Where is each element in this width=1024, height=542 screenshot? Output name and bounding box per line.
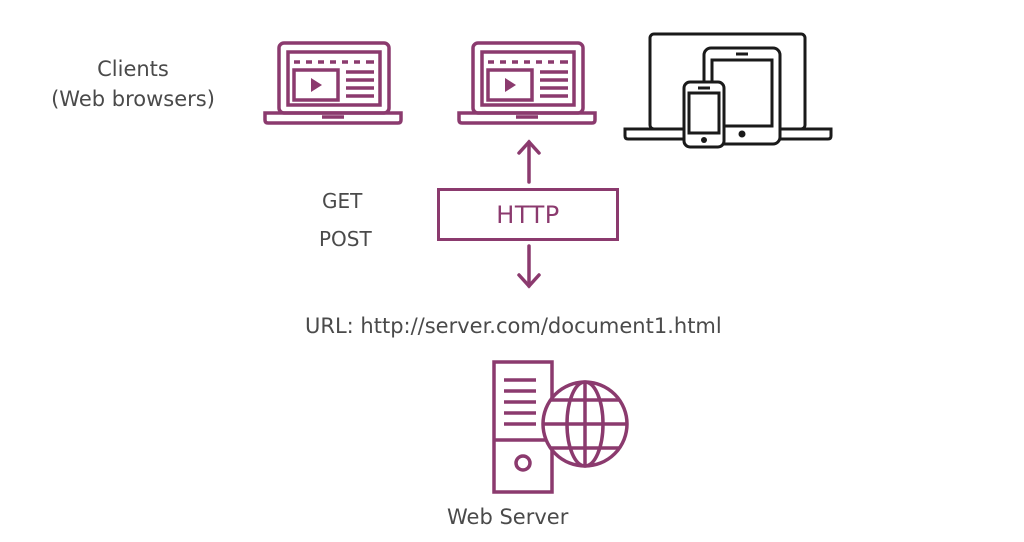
- clients-label: Clients (Web browsers): [28, 54, 238, 114]
- http-protocol-box: HTTP: [437, 188, 619, 241]
- arrow-down-icon: [517, 244, 541, 289]
- post-method-label: POST: [319, 227, 372, 251]
- arrow-up-icon: [517, 139, 541, 184]
- get-method-label: GET: [322, 189, 363, 213]
- multi-device-icon: [623, 32, 833, 149]
- laptop-icon: [457, 41, 597, 125]
- laptop-icon: [263, 41, 403, 125]
- clients-title: Clients: [97, 57, 169, 81]
- url-label: URL: http://server.com/document1.html: [305, 314, 722, 338]
- clients-subtitle: (Web browsers): [51, 87, 215, 111]
- http-label: HTTP: [496, 200, 560, 229]
- web-server-label: Web Server: [447, 505, 569, 529]
- globe-icon: [541, 380, 629, 468]
